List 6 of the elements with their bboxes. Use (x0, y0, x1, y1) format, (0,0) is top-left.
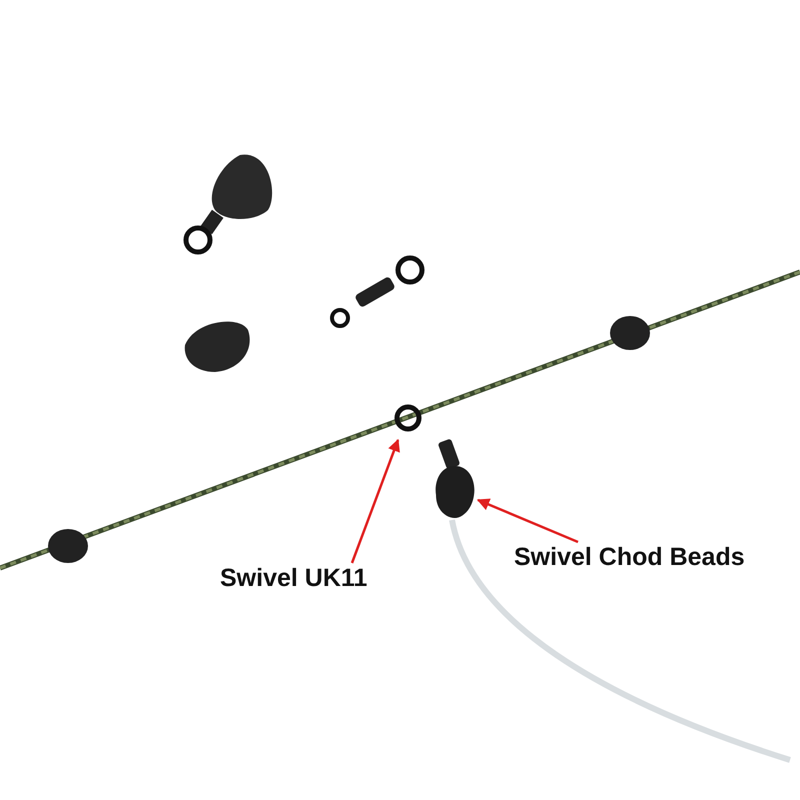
callout-label: Swivel UK11 (220, 563, 368, 593)
leader-line (350, 438, 400, 564)
chod-bead (436, 466, 474, 518)
swivel-ring (394, 404, 422, 432)
leader-line (476, 498, 578, 544)
callout-label: Swivel Chod Beads (514, 542, 745, 572)
